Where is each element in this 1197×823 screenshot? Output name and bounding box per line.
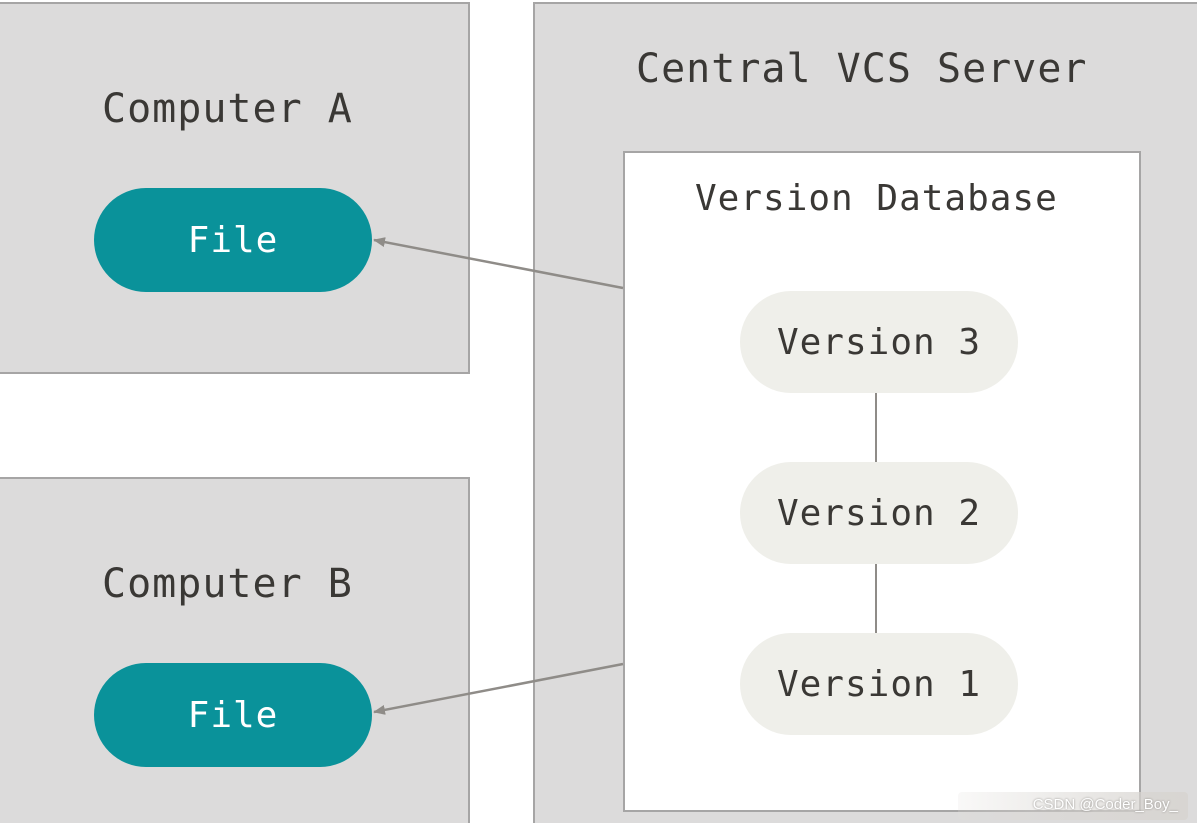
version-2-node: Version 2 xyxy=(740,462,1018,564)
server-title: Central VCS Server xyxy=(636,46,1088,92)
computer-a-title: Computer A xyxy=(102,86,353,132)
watermark: CSDN @Coder_Boy_ xyxy=(958,792,1188,820)
computer-b-panel xyxy=(0,477,470,823)
version-1-node: Version 1 xyxy=(740,633,1018,735)
computer-b-title: Computer B xyxy=(102,561,353,607)
version-3-node: Version 3 xyxy=(740,291,1018,393)
watermark-text: CSDN @Coder_Boy_ xyxy=(1032,796,1178,813)
version-database-title: Version Database xyxy=(695,178,1058,219)
computer-b-file: File xyxy=(94,663,372,767)
computer-a-file: File xyxy=(94,188,372,292)
